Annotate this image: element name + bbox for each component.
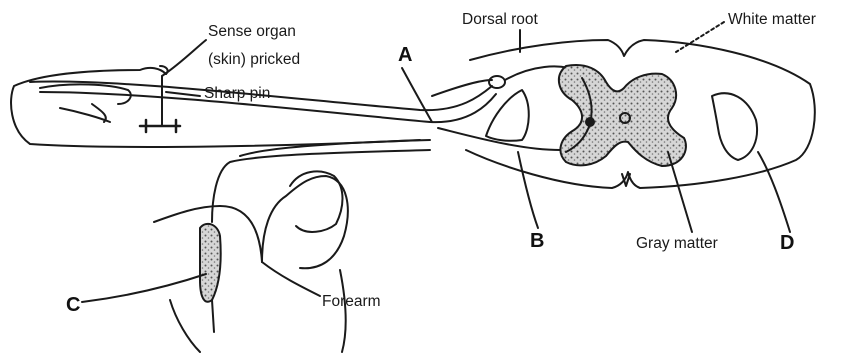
sharp-pin-base	[140, 120, 180, 132]
hand-outline	[11, 68, 420, 147]
gray-matter-label: Gray matter	[636, 234, 718, 254]
interneuron-cell-body	[586, 118, 594, 126]
white-matter-label: White matter	[728, 10, 816, 30]
forearm-label: Forearm	[322, 292, 381, 312]
bicep-muscle	[200, 224, 221, 302]
sense-organ-leader	[162, 40, 206, 76]
upper-arm	[154, 206, 346, 352]
dorsal-root-ganglion	[489, 76, 505, 88]
gray-matter-region	[559, 65, 686, 166]
label-a: A	[398, 44, 412, 67]
hand-fingers	[40, 84, 131, 122]
pin-leader	[166, 92, 200, 96]
sense-organ-label-line2: (skin) pricked	[208, 50, 300, 70]
forearm-outline	[262, 176, 348, 268]
b-leader	[518, 152, 538, 228]
label-d: D	[780, 232, 794, 255]
dorsal-root-label: Dorsal root	[462, 10, 538, 30]
sense-organ-label-line1: Sense organ	[208, 22, 296, 42]
sharp-pin-label: Sharp pin	[204, 84, 270, 104]
effector-tendon	[212, 300, 214, 332]
white-matter-right	[712, 93, 757, 160]
label-c: C	[66, 294, 80, 317]
motor-neuron-b	[438, 128, 578, 150]
motor-neuron-lower	[212, 150, 430, 222]
fist	[290, 171, 343, 232]
c-leader	[82, 274, 206, 302]
gray-matter-leader	[668, 152, 692, 232]
white-matter-leader	[676, 22, 724, 52]
label-b: B	[530, 230, 544, 253]
a-leader	[402, 68, 432, 122]
